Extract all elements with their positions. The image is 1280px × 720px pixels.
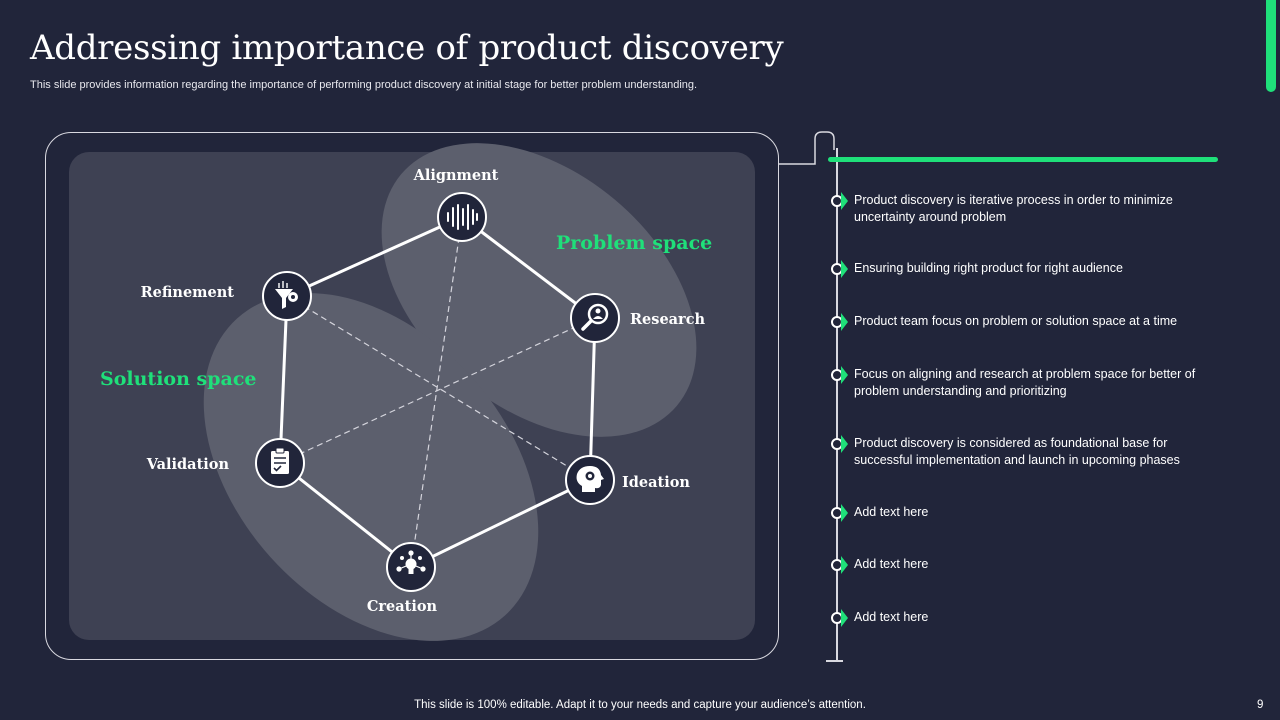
label-refinement: Refinement bbox=[141, 284, 235, 301]
node-ideation bbox=[565, 455, 615, 505]
timeline-item-text: Add text here bbox=[854, 610, 929, 624]
label-ideation: Ideation bbox=[622, 474, 690, 491]
head-gear-icon bbox=[576, 466, 604, 492]
edge-validation-refinement bbox=[278, 294, 289, 465]
diagonal-research-validation bbox=[279, 317, 596, 464]
label-alignment: Alignment bbox=[413, 167, 499, 184]
diagonal-refinement-ideation bbox=[286, 295, 591, 481]
label-solution-space: Solution space bbox=[100, 368, 256, 390]
magnifier-user-icon bbox=[581, 303, 609, 331]
edge-research-ideation bbox=[588, 316, 597, 482]
edge-refinement-alignment bbox=[285, 215, 464, 298]
page-number: 9 bbox=[1257, 699, 1264, 711]
sound-wave-icon bbox=[447, 204, 478, 230]
timeline-end-cap bbox=[826, 660, 843, 662]
accent-bar bbox=[1266, 0, 1276, 92]
node-alignment bbox=[437, 192, 487, 242]
diagram-frame bbox=[45, 132, 779, 660]
timeline-item-text: Ensuring building right product for righ… bbox=[854, 261, 1123, 275]
arrow-marker-icon bbox=[841, 609, 848, 627]
arrow-marker-icon bbox=[841, 192, 848, 210]
timeline-item-text: Product team focus on problem or solutio… bbox=[854, 314, 1178, 328]
timeline-item-text: Product discovery is iterative process i… bbox=[854, 193, 1173, 224]
label-research: Research bbox=[630, 311, 706, 328]
label-problem-space: Problem space bbox=[556, 232, 712, 254]
arrow-marker-icon bbox=[841, 556, 848, 574]
arrow-marker-icon bbox=[841, 366, 848, 384]
label-creation: Creation bbox=[367, 598, 438, 615]
timeline-item-text: Add text here bbox=[854, 557, 929, 571]
timeline-item-text: Product discovery is considered as found… bbox=[854, 436, 1180, 467]
arrow-marker-icon bbox=[841, 435, 848, 453]
lightbulb-network-icon bbox=[396, 550, 426, 574]
node-validation bbox=[255, 438, 305, 488]
solution-space-ellipse bbox=[203, 293, 539, 641]
label-validation: Validation bbox=[146, 456, 230, 473]
edge-alignment-research bbox=[460, 215, 597, 320]
funnel-gear-icon bbox=[275, 281, 298, 309]
timeline-line bbox=[836, 148, 838, 660]
frame-connector bbox=[779, 131, 835, 165]
edge-creation-validation bbox=[278, 461, 413, 569]
timeline-item-text: Add text here bbox=[854, 505, 929, 519]
node-research bbox=[570, 293, 620, 343]
arrow-marker-icon bbox=[841, 260, 848, 278]
footer-note: This slide is 100% editable. Adapt it to… bbox=[414, 699, 866, 711]
arrow-marker-icon bbox=[841, 313, 848, 331]
timeline-accent-bar bbox=[828, 157, 1218, 162]
page-title: Addressing importance of product discove… bbox=[30, 28, 784, 68]
edge-ideation-creation bbox=[409, 478, 592, 569]
arrow-marker-icon bbox=[841, 504, 848, 522]
timeline-item-text: Focus on aligning and research at proble… bbox=[854, 367, 1196, 398]
clipboard-check-icon bbox=[271, 447, 289, 474]
node-creation bbox=[386, 542, 436, 592]
node-refinement bbox=[262, 271, 312, 321]
diagonal-alignment-creation bbox=[410, 216, 463, 568]
page-subtitle: This slide provides information regardin… bbox=[30, 79, 698, 91]
